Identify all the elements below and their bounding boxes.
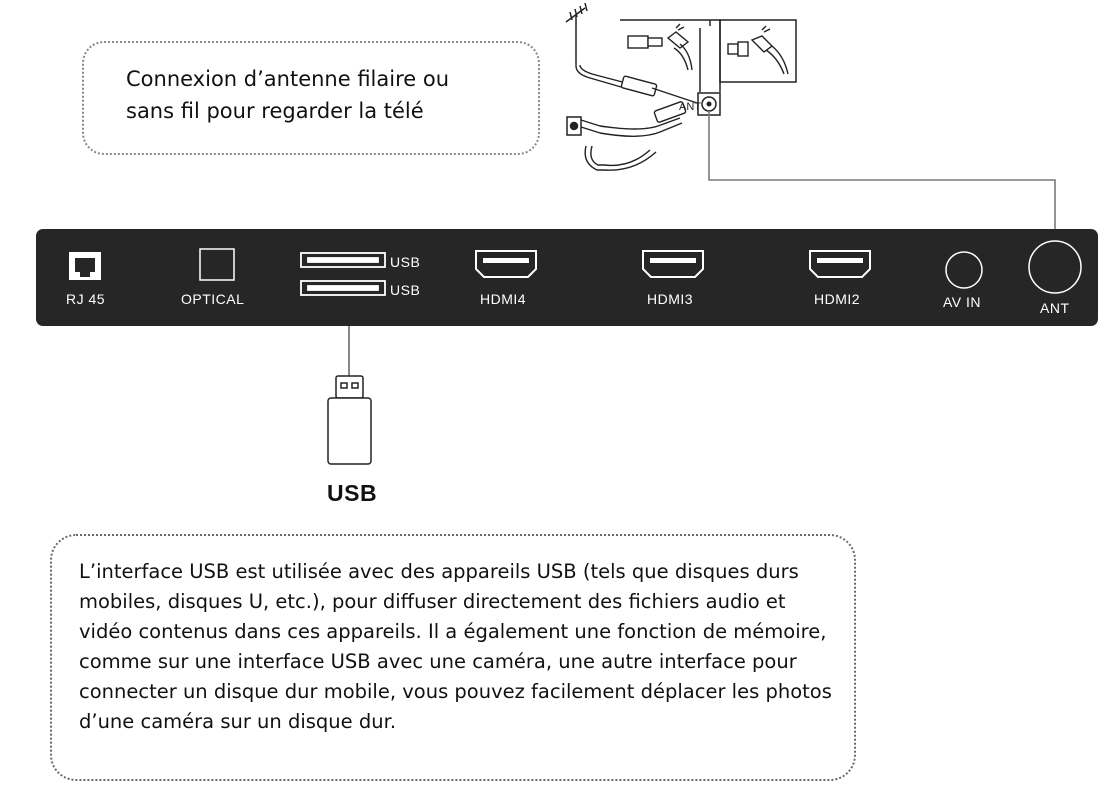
ant-label: ANT — [1040, 300, 1070, 316]
usb-port-2-icon — [300, 280, 386, 296]
usb-callout-text: L’interface USB est utilisée avec des ap… — [79, 560, 832, 733]
rj45-port-icon — [69, 252, 101, 280]
optical-port-icon — [199, 248, 235, 281]
hdmi4-port-icon — [475, 250, 537, 278]
hdmi3-port-icon — [642, 250, 704, 278]
antenna-callout-line-2: sans fil pour regarder la télé — [126, 99, 424, 123]
ant-connector-line — [708, 111, 1056, 232]
usb-1-label: USB — [390, 254, 421, 270]
usb-callout: L’interface USB est utilisée avec des ap… — [50, 534, 856, 781]
wall-socket-icon — [566, 116, 582, 136]
connector-detail-frame — [620, 19, 797, 92]
tv-rear-panel: RJ 45 OPTICAL USB USB HDMI4 HDMI3 HDMI2 … — [36, 229, 1098, 326]
ant-diagram-label: ANT — [679, 101, 701, 113]
coax-plug-icons — [620, 75, 701, 123]
usb-device-label: USB — [327, 480, 378, 506]
usb-2-label: USB — [390, 282, 421, 298]
av-in-label: AV IN — [943, 294, 982, 310]
antenna-icon — [565, 2, 588, 62]
hdmi2-label: HDMI2 — [814, 291, 861, 307]
rj45-label: RJ 45 — [66, 291, 106, 307]
av-in-port-icon — [945, 251, 983, 289]
coax-cable-lines — [575, 62, 683, 171]
antenna-callout-text: Connexion d’antenne filaire ou sans fil … — [126, 63, 449, 127]
usb-port-1-icon — [300, 252, 386, 268]
hdmi2-port-icon — [809, 250, 871, 278]
f-connector-icon — [627, 23, 693, 71]
hdmi3-label: HDMI3 — [647, 291, 694, 307]
antenna-callout-line-1: Connexion d’antenne filaire ou — [126, 67, 450, 91]
hdmi4-label: HDMI4 — [480, 291, 527, 307]
optical-label: OPTICAL — [181, 291, 245, 307]
panel-ports — [69, 240, 1082, 296]
ant-port-icon — [1028, 240, 1082, 294]
antenna-callout: Connexion d’antenne filaire ou sans fil … — [82, 41, 540, 155]
usb-stick-icon — [327, 375, 372, 465]
iec-connector-icon — [727, 25, 789, 75]
